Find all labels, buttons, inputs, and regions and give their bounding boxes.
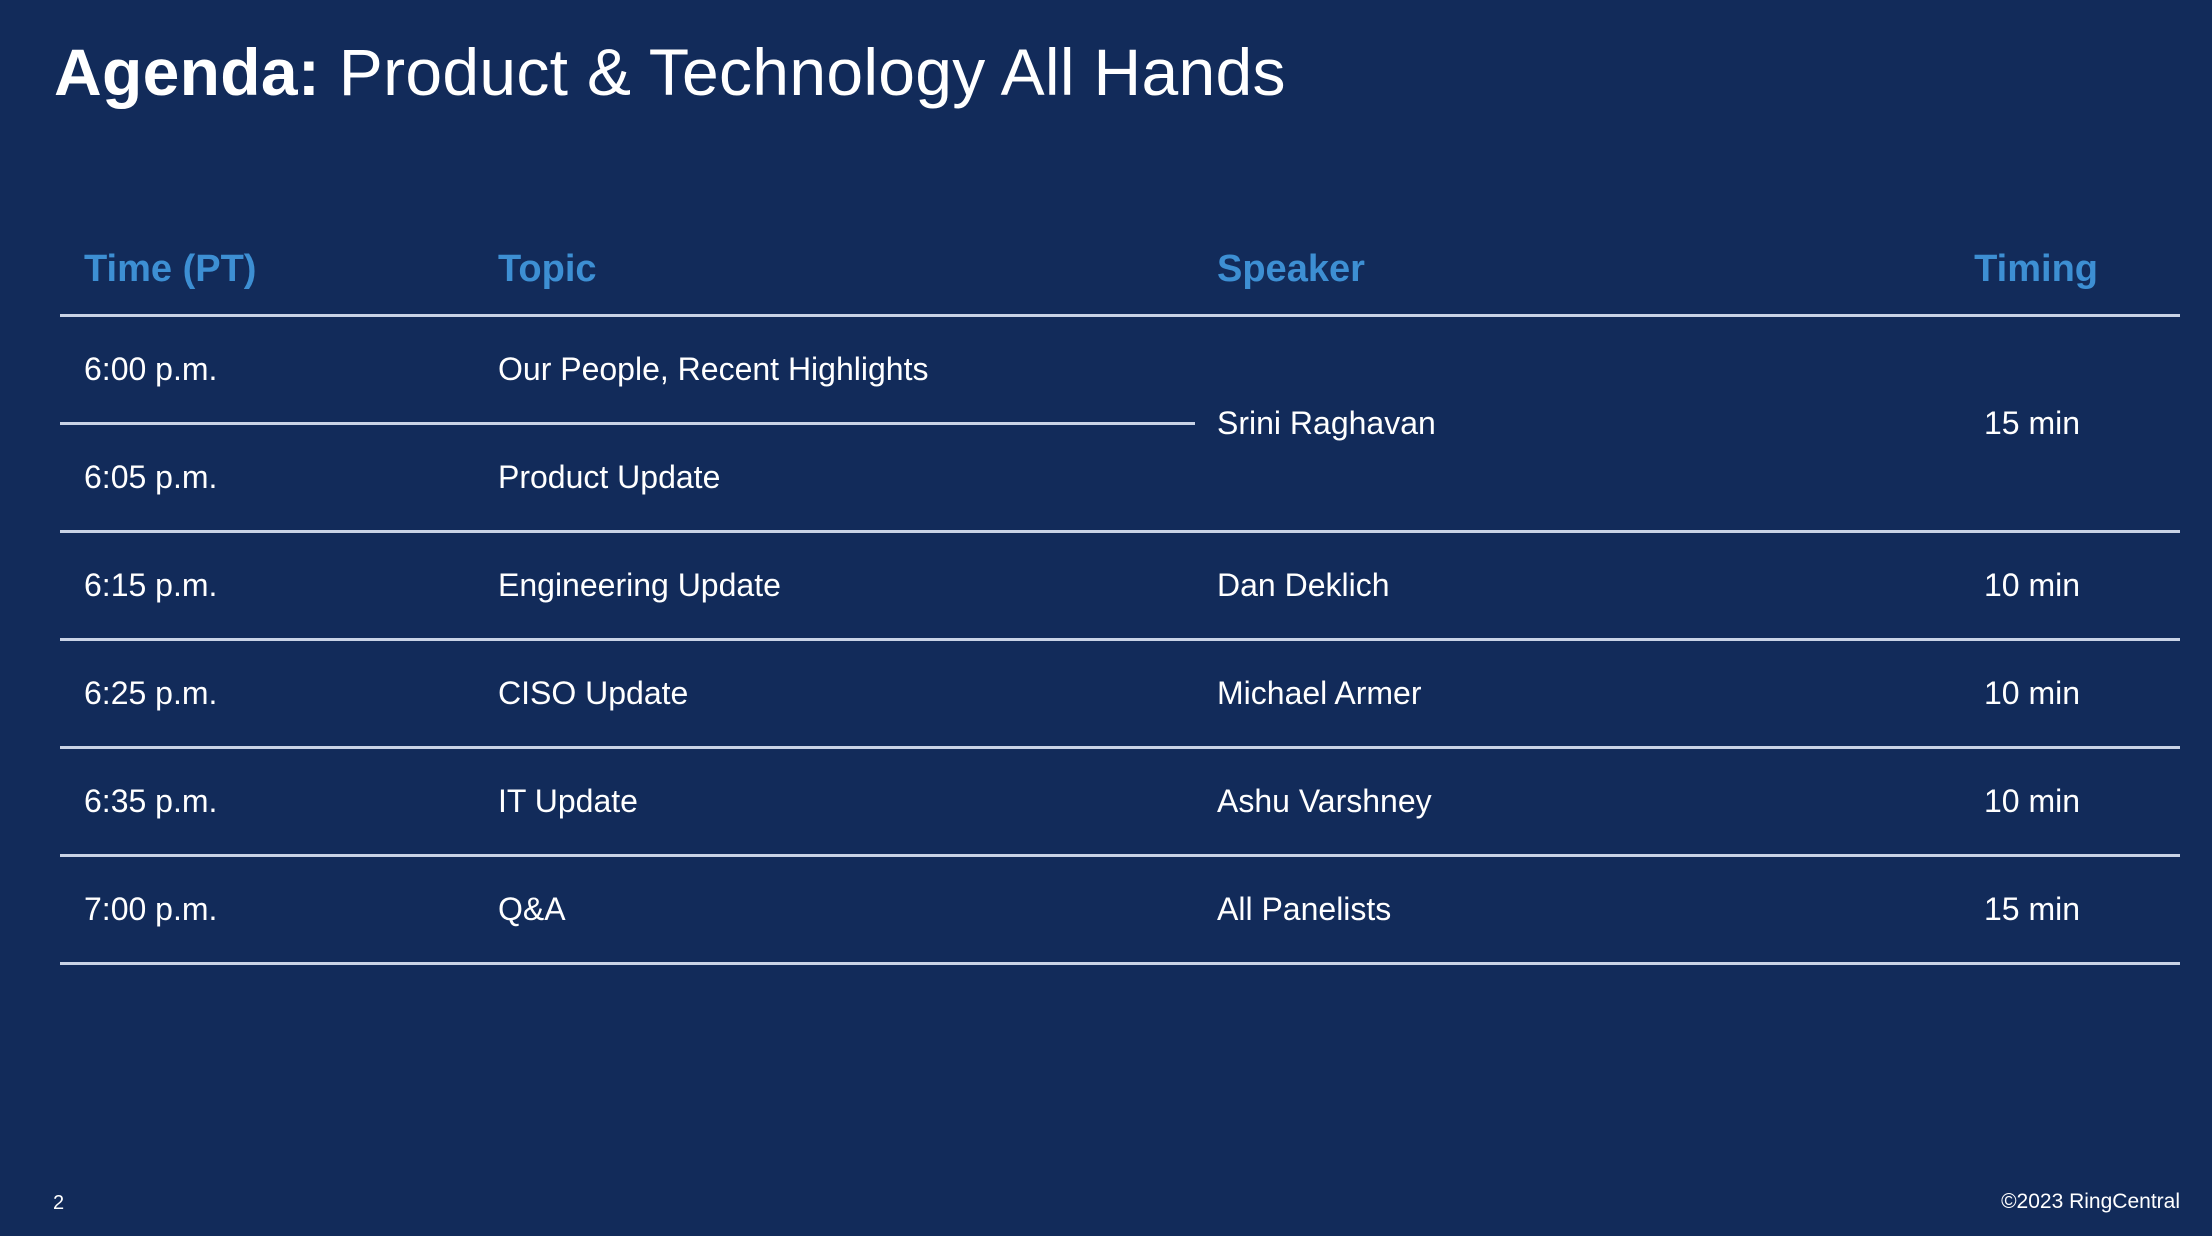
topic-cell: IT Update bbox=[498, 783, 638, 819]
table-header: Time (PT) Topic Speaker Timing bbox=[60, 236, 2180, 317]
topic-cell: CISO Update bbox=[498, 675, 689, 711]
column-header-time: Time (PT) bbox=[84, 248, 257, 290]
table-row: 6:00 p.m. Our People, Recent Highlights bbox=[60, 317, 1195, 425]
time-cell: 6:00 p.m. bbox=[84, 351, 218, 387]
timing-cell: 10 min bbox=[1983, 567, 2080, 603]
speaker-cell: Ashu Varshney bbox=[1217, 783, 1432, 819]
time-cell: 7:00 p.m. bbox=[84, 891, 218, 927]
timing-cell: 10 min bbox=[1983, 675, 2080, 711]
column-header-topic: Topic bbox=[498, 248, 597, 290]
table-row: 6:25 p.m. CISO Update Michael Armer 10 m… bbox=[60, 641, 2180, 749]
table-row: 6:35 p.m. IT Update Ashu Varshney 10 min bbox=[60, 749, 2180, 857]
speaker-cell: Michael Armer bbox=[1217, 675, 1422, 711]
speaker-cell: All Panelists bbox=[1217, 891, 1392, 927]
topic-cell: Engineering Update bbox=[498, 567, 781, 603]
column-header-speaker: Speaker bbox=[1217, 248, 1365, 290]
speaker-cell: Srini Raghavan bbox=[1217, 405, 1436, 441]
topic-cell: Q&A bbox=[498, 891, 566, 927]
copyright-notice: ©2023 RingCentral bbox=[2001, 1190, 2180, 1213]
time-cell: 6:35 p.m. bbox=[84, 783, 218, 819]
agenda-table: Time (PT) Topic Speaker Timing 6:00 p.m.… bbox=[60, 236, 2180, 965]
column-header-timing: Timing bbox=[1974, 248, 2098, 290]
slide-title: Agenda: Product & Technology All Hands bbox=[54, 34, 1286, 110]
time-cell: 6:25 p.m. bbox=[84, 675, 218, 711]
time-cell: 6:15 p.m. bbox=[84, 567, 218, 603]
page-number: 2 bbox=[53, 1192, 65, 1214]
speaker-cell: Dan Deklich bbox=[1217, 567, 1390, 603]
merged-row-group: 6:00 p.m. Our People, Recent Highlights … bbox=[60, 317, 2180, 533]
table-row: 7:00 p.m. Q&A All Panelists 15 min bbox=[60, 857, 2180, 965]
slide-title-text: Product & Technology All Hands bbox=[320, 35, 1286, 109]
timing-cell: 10 min bbox=[1983, 783, 2080, 819]
table-row: 6:15 p.m. Engineering Update Dan Deklich… bbox=[60, 533, 2180, 641]
slide-title-label: Agenda: bbox=[54, 35, 321, 109]
time-cell: 6:05 p.m. bbox=[84, 459, 218, 495]
topic-cell: Product Update bbox=[498, 459, 721, 495]
topic-cell: Our People, Recent Highlights bbox=[498, 351, 929, 387]
table-row: 6:05 p.m. Product Update bbox=[60, 425, 1195, 530]
timing-cell: 15 min bbox=[1983, 405, 2080, 441]
timing-cell: 15 min bbox=[1983, 891, 2080, 927]
